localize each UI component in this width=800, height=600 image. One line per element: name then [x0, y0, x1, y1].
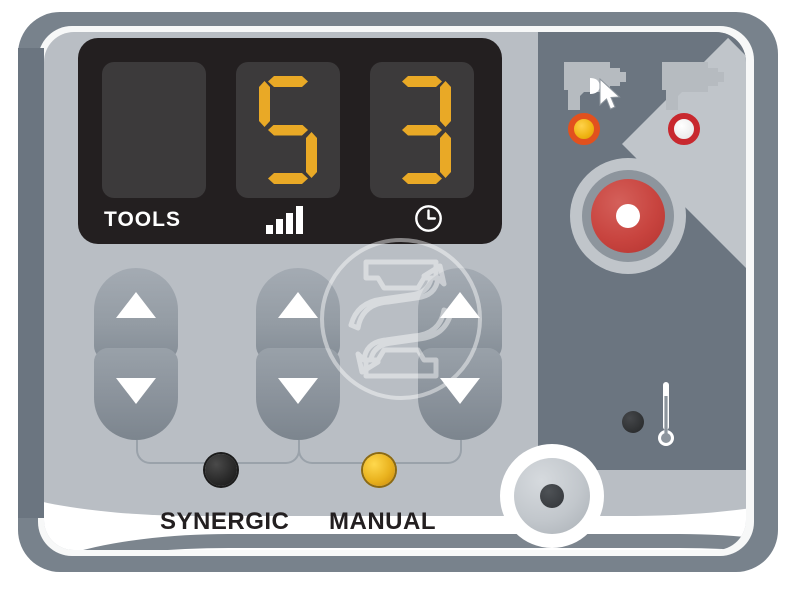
power-knob[interactable]	[570, 158, 686, 274]
segment-d	[268, 173, 308, 184]
panel-bottom-band	[44, 470, 746, 550]
welding-torch-icon-2[interactable]	[658, 58, 730, 114]
button-column-timer	[418, 268, 502, 440]
lcd-display: TOOLS	[78, 38, 502, 244]
segment-g	[402, 124, 442, 136]
display-window-wirespeed	[236, 62, 340, 198]
arrow-up-icon	[116, 292, 156, 318]
tools-decrease-button[interactable]	[94, 348, 178, 440]
overtemp-led[interactable]	[622, 411, 644, 433]
segment-a	[268, 76, 308, 87]
wirespeed-increase-button[interactable]	[256, 268, 340, 360]
signal-bars-icon	[266, 206, 312, 234]
segment-g	[268, 124, 308, 136]
timer-decrease-button[interactable]	[418, 348, 502, 440]
arrow-up-icon	[278, 292, 318, 318]
panel-left-shadow-band	[18, 48, 44, 518]
display-label-tools: TOOLS	[104, 208, 181, 231]
voltage-knob-cap	[514, 458, 590, 534]
power-knob-cap	[591, 179, 665, 253]
manual-mode-led[interactable]	[363, 454, 395, 486]
segment-d	[402, 173, 442, 184]
trace-manual-right	[376, 440, 462, 464]
power-knob-indicator-dot	[616, 204, 640, 228]
synergic-mode-led[interactable]	[205, 454, 237, 486]
arrow-up-icon	[440, 292, 480, 318]
arrow-down-icon	[440, 378, 480, 404]
manual-mode-label: MANUAL	[329, 508, 436, 535]
power-knob-ring	[582, 170, 674, 262]
segment-a	[402, 76, 442, 87]
segment-b	[440, 81, 451, 127]
timer-increase-button[interactable]	[418, 268, 502, 360]
arrow-down-icon	[116, 378, 156, 404]
segment-c	[306, 132, 317, 178]
trace-manual-left	[298, 440, 378, 464]
clock-icon	[414, 204, 443, 233]
welding-torch-icon-1[interactable]	[560, 58, 632, 114]
display-window-tools	[102, 62, 206, 198]
seven-segment-digit-5	[259, 76, 317, 184]
seven-segment-digit-3	[393, 76, 451, 184]
trace-synergic-left	[136, 440, 224, 464]
button-column-tools	[94, 268, 178, 440]
synergic-mode-label: SYNERGIC	[160, 508, 290, 535]
segment-f	[259, 81, 270, 127]
voltage-knob-indicator-dot	[540, 484, 564, 508]
tools-increase-button[interactable]	[94, 268, 178, 360]
mouse-pointer-icon	[598, 77, 624, 112]
panel-bottom-curve	[44, 534, 746, 550]
torch-1-status-led[interactable]	[568, 113, 600, 145]
button-column-wirespeed	[256, 268, 340, 440]
display-window-timer	[370, 62, 474, 198]
voltage-knob[interactable]	[500, 444, 604, 548]
torch-2-status-led[interactable]	[668, 113, 700, 145]
arrow-down-icon	[278, 378, 318, 404]
thermometer-icon	[655, 382, 677, 450]
segment-c	[440, 132, 451, 178]
wirespeed-decrease-button[interactable]	[256, 348, 340, 440]
